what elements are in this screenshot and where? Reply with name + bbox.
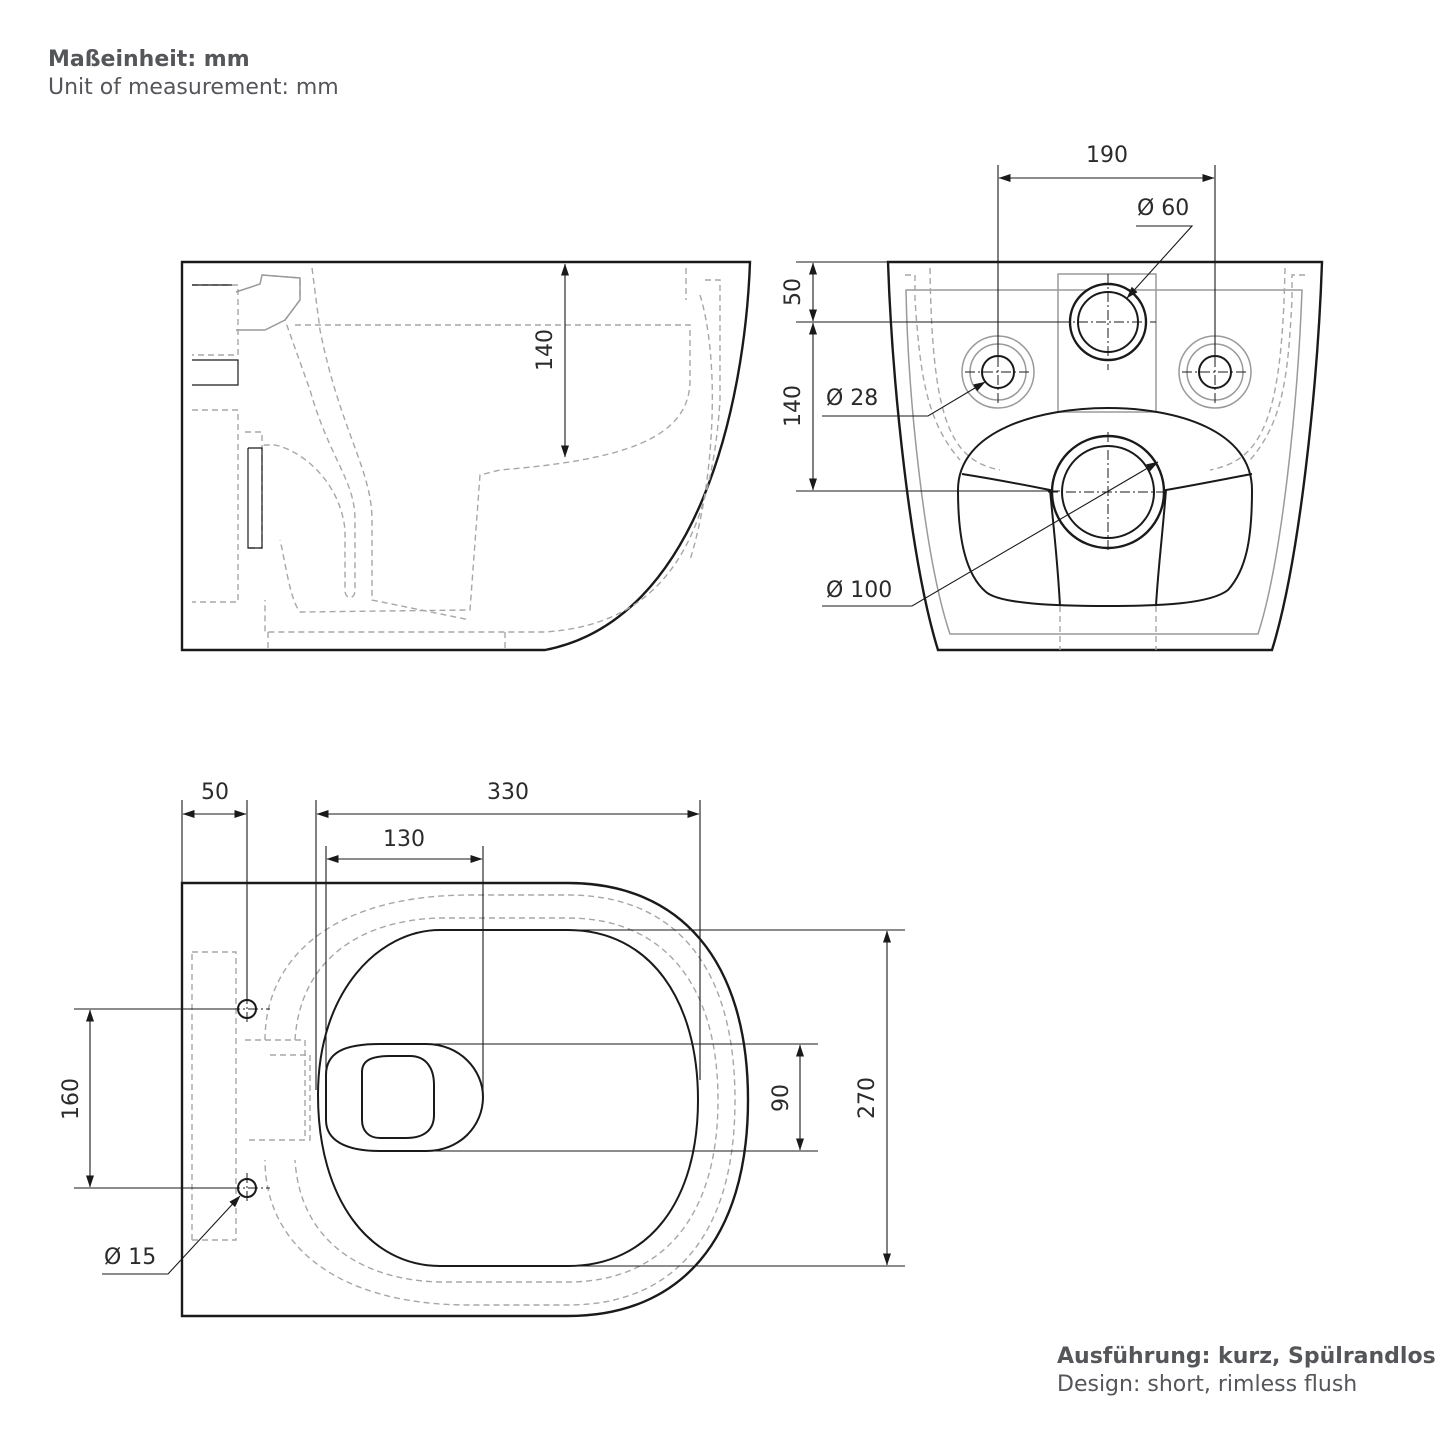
top-view-hidden-mount [191,951,311,1241]
dim-label-top-bowl-width: 270 [855,1077,880,1119]
dim-label-top-drain-position: 130 [383,827,425,852]
rear-view: 190 Ø 60 50 140 Ø 28 Ø 100 [781,143,1324,652]
side-view-wall-plate [192,284,263,549]
rear-view-right-hole-centerline [1182,339,1248,405]
top-view-outline [180,881,750,1318]
dim-label-top-drain-width: 90 [769,1084,794,1112]
rear-view-outlet-ribs [961,473,1253,607]
rear-view-hidden-outer [905,267,1305,471]
dim-label-top-bolt-spacing: 160 [59,1078,84,1120]
dim-label-top-bolt-offset: 50 [201,780,229,805]
side-view-hidden-trap [261,274,356,599]
design-note-german: Ausführung: kurz, Spülrandlos [1057,1344,1436,1369]
unit-note: Maßeinheit: mm Unit of measurement: mm [48,46,339,102]
dim-label-top-bowl-length: 330 [487,780,529,805]
dim-label-outlet: Ø 100 [826,578,892,603]
side-view-hidden-channel [685,268,714,561]
top-view-drain [325,1043,485,1152]
side-view-hidden-rim [264,279,721,633]
dim-label-fixing-hole: Ø 15 [104,1245,156,1270]
rear-view-outlet-body [956,406,1254,608]
side-view-inlet-outline [235,274,301,331]
rear-view-inner-outline [905,289,1303,635]
side-view-outline [180,260,752,652]
rear-view-outlet-centerline [1048,432,1168,552]
rear-view-flush-inlet-centerline [1060,274,1156,370]
dim-label-rear-spacing: 190 [1086,143,1128,168]
dim-leader-fixing-hole [102,1195,241,1275]
rear-view-flush-panel [1057,273,1157,413]
top-view-bowl-opening [316,929,700,1267]
dim-label-side-depth: 140 [533,329,558,371]
unit-note-english: Unit of measurement: mm [48,75,339,100]
top-view: 50 330 130 160 90 270 Ø 15 [59,780,905,1318]
rear-view-left-hole-centerline [965,339,1031,405]
design-note: Ausführung: kurz, Spülrandlos Design: sh… [1057,1343,1436,1399]
top-view-hidden-rim-outer [264,894,736,1306]
dim-label-rear-top-offset: 50 [781,278,806,306]
dim-label-bolt-hole: Ø 28 [826,386,878,411]
top-view-hidden-rim-inner [294,917,719,1283]
dim-label-flush-inlet: Ø 60 [1137,196,1189,221]
dim-leader-bolt-hole [822,381,986,417]
unit-note-german: Maßeinheit: mm [48,47,250,72]
dim-leader-outlet [822,461,1159,607]
dim-label-rear-inlet-outlet: 140 [781,385,806,427]
side-view: 140 [180,260,752,652]
rear-view-hidden-outlet [1059,606,1157,650]
dim-leader-flush-inlet [1126,225,1194,299]
design-note-english: Design: short, rimless flush [1057,1372,1358,1397]
top-view-drain-inner [361,1055,435,1139]
